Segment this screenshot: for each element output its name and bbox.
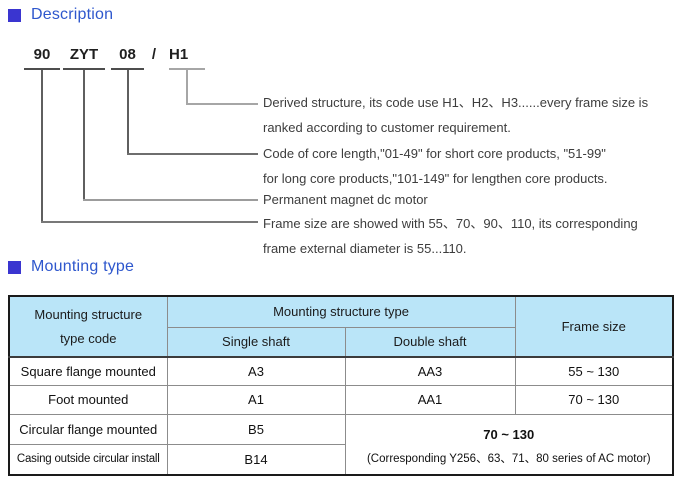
connector-line-horizontal <box>127 153 258 155</box>
header-text-line: Mounting structure <box>34 306 143 322</box>
connector-line-horizontal <box>83 199 258 201</box>
single-shaft-code-cell: A1 <box>166 384 346 415</box>
description-section-heading: Description <box>8 6 113 24</box>
code-underline <box>111 68 144 70</box>
blue-square-bullet-icon <box>8 8 21 22</box>
header-mounting-structure-type-code: Mounting structure type code <box>8 295 168 358</box>
frame-size-cell: 70 ~ 130 <box>514 384 674 415</box>
header-frame-size: Frame size <box>514 295 674 358</box>
mounting-type-table: Mounting structure type code Mounting st… <box>8 295 675 476</box>
note-line: Code of core length,"01-49" for short co… <box>263 146 606 161</box>
header-single-shaft: Single shaft <box>166 326 346 358</box>
table-header-row-2: Single shaft Double shaft <box>9 326 673 358</box>
code-segment-derived-structure: H1 <box>169 46 189 63</box>
note-motor-type: Permanent magnet dc motor <box>263 187 428 212</box>
frame-size-cell: 55 ~ 130 <box>514 356 674 386</box>
merged-frame-note: (Corresponding Y256、63、71、80 series of A… <box>366 453 651 466</box>
note-line: frame external diameter is 55...110. <box>263 241 467 256</box>
header-mounting-structure-type: Mounting structure type <box>166 295 516 328</box>
mount-name-cell: Square flange mounted <box>8 356 168 386</box>
code-segment-motor-type: ZYT <box>69 46 99 63</box>
merged-frame-range: 70 ~ 130 <box>483 427 535 443</box>
code-underline <box>24 68 60 70</box>
note-frame-size: Frame size are showed with 55、70、90、110,… <box>263 211 638 261</box>
connector-line-vertical <box>41 70 43 221</box>
connector-line-vertical <box>83 70 85 199</box>
header-text-line: type code <box>60 330 117 346</box>
connector-line-horizontal <box>186 103 258 105</box>
section-title: Mounting type <box>31 258 135 275</box>
mount-name-cell: Foot mounted <box>8 384 168 415</box>
note-derived-structure: Derived structure, its code use H1、H2、H3… <box>263 90 648 140</box>
table-header-row-1: Mounting structure type code Mounting st… <box>8 295 674 358</box>
table-row: Foot mounted A1 AA1 70 ~ 130 <box>8 384 674 415</box>
note-line: ranked according to customer requirement… <box>263 120 511 135</box>
merged-frame-note-cell: 70 ~ 130 (Corresponding Y256、63、71、80 se… <box>344 413 674 476</box>
note-line: Derived structure, its code use H1、H2、H3… <box>263 95 649 110</box>
note-line: Frame size are showed with 55、70、90、110,… <box>263 216 638 231</box>
code-underline <box>169 68 205 70</box>
table-row: Casing outside circular install B14 <box>8 443 673 476</box>
code-segment-core-length: 08 <box>119 46 136 63</box>
code-segment-frame-size: 90 <box>33 46 51 63</box>
mount-name-cell: Casing outside circular install <box>8 443 168 476</box>
connector-line-horizontal <box>41 221 258 223</box>
table-row: Circular flange mounted B5 70 ~ 130 (Cor… <box>8 413 674 476</box>
double-shaft-code-cell: AA3 <box>344 356 516 386</box>
connector-line-vertical <box>186 70 188 103</box>
note-core-length: Code of core length,"01-49" for short co… <box>263 141 608 191</box>
blue-square-bullet-icon <box>8 260 21 274</box>
code-underline <box>63 68 105 70</box>
single-shaft-code-cell: B14 <box>166 443 346 476</box>
note-line: Permanent magnet dc motor <box>263 192 428 207</box>
code-separator-slash: / <box>151 46 157 63</box>
single-shaft-code-cell: A3 <box>166 356 346 386</box>
section-title: Description <box>31 6 114 23</box>
mount-name-cell: Circular flange mounted <box>8 413 168 445</box>
header-double-shaft: Double shaft <box>344 326 516 358</box>
table-row: Square flange mounted A3 AA3 55 ~ 130 <box>8 356 674 386</box>
mounting-section-heading: Mounting type <box>8 258 134 276</box>
connector-line-vertical <box>127 70 129 153</box>
double-shaft-code-cell: AA1 <box>344 384 516 415</box>
note-line: for long core products,"101-149" for len… <box>263 171 608 186</box>
single-shaft-code-cell: B5 <box>166 413 346 445</box>
